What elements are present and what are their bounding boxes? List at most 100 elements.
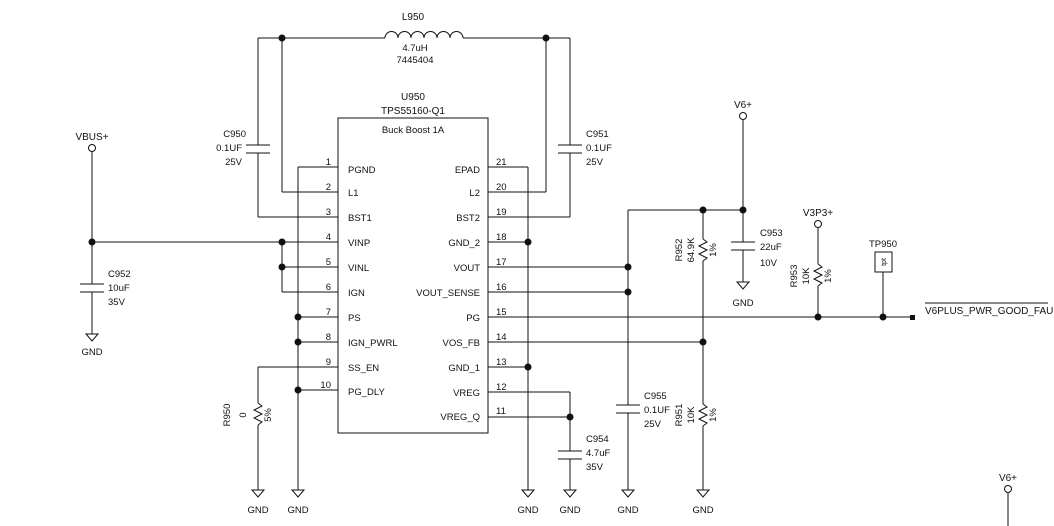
- ground-icon: [250, 489, 266, 498]
- pin-name-vout: VOUT: [454, 263, 481, 274]
- pin-num-21: 21: [496, 157, 507, 168]
- l950-value: 4.7uH: [402, 43, 427, 54]
- gnd-label-r951: GND: [692, 505, 713, 516]
- junction-dots: [88, 34, 887, 421]
- c954-rating: 35V: [586, 462, 604, 473]
- l950-ref: L950: [402, 12, 425, 23]
- capacitor-c953: C953 22uF 10V: [731, 228, 783, 269]
- gnd-label-ps: GND: [287, 505, 308, 516]
- capacitor-c952: C952 10uF 35V: [80, 269, 131, 308]
- tp950-ref: TP950: [869, 239, 897, 250]
- r950-ref: R950: [222, 404, 233, 427]
- resistor-zigzag: [697, 238, 709, 262]
- gnd-label-c952: GND: [81, 347, 102, 358]
- pin-name-vout-sense: VOUT_SENSE: [416, 288, 480, 299]
- pin-num-14: 14: [496, 332, 507, 343]
- ic-part: TPS55160-Q1: [381, 106, 445, 117]
- ground-icon: [620, 489, 636, 498]
- pin-num-17: 17: [496, 257, 507, 268]
- r953-ref: R953: [789, 265, 800, 288]
- tp950-inner: tpt: [881, 258, 888, 266]
- capacitor-c950: C950 0.1UF 25V: [216, 129, 270, 168]
- net-vbus: VBUS+: [75, 132, 282, 334]
- vbus-port-icon: [88, 144, 96, 152]
- r952-value: 64.9K: [686, 237, 697, 262]
- pin-num-10: 10: [320, 380, 331, 391]
- ground-icon: [562, 489, 578, 498]
- net-pg-fault: V6PLUS_PWR_GOOD_FAULT: [910, 302, 1054, 320]
- c952-rating: 35V: [108, 297, 126, 308]
- pin-num-15: 15: [496, 307, 507, 318]
- pin-name-l1: L1: [348, 188, 359, 199]
- r952-ref: R952: [674, 239, 685, 262]
- pin-num-20: 20: [496, 182, 507, 193]
- net-v6-bottom: V6+: [999, 473, 1017, 526]
- r951-ref: R951: [674, 404, 685, 427]
- r950-tol: 5%: [263, 408, 274, 422]
- inductor-l950: L950 4.7uH 7445404: [258, 12, 570, 66]
- testpoint-tp950: TP950 tpt: [869, 239, 897, 317]
- pin-num-5: 5: [326, 257, 331, 268]
- v6-top-label: V6+: [734, 100, 752, 111]
- c951-ref: C951: [586, 129, 609, 140]
- ground-icon: [695, 489, 711, 498]
- pin-num-18: 18: [496, 232, 507, 243]
- resistor-r950: R950 0 5%: [222, 402, 274, 427]
- vbus-label: VBUS+: [75, 132, 108, 143]
- net-v6-top: V6+: [734, 100, 752, 242]
- v3p3-label: V3P3+: [803, 208, 833, 219]
- c953-value: 22uF: [760, 242, 782, 253]
- l950-part: 7445404: [397, 55, 434, 66]
- capacitor-c951: C951 0.1UF 25V: [558, 129, 612, 168]
- c952-value: 10uF: [108, 283, 130, 294]
- pin-num-8: 8: [326, 332, 331, 343]
- resistor-r952: R952 64.9K 1%: [674, 237, 719, 262]
- pin-num-12: 12: [496, 382, 507, 393]
- pin-num-9: 9: [326, 357, 331, 368]
- gnd-label-c955: GND: [617, 505, 638, 516]
- c955-ref: C955: [644, 391, 667, 402]
- c953-rating: 10V: [760, 258, 778, 269]
- ic-desc: Buck Boost 1A: [382, 125, 445, 136]
- c951-value: 0.1UF: [586, 143, 612, 154]
- c955-rating: 25V: [644, 419, 662, 430]
- c952-ref: C952: [108, 269, 131, 280]
- c950-rating: 25V: [225, 157, 243, 168]
- c950-ref: C950: [223, 129, 246, 140]
- c954-value: 4.7uF: [586, 448, 610, 459]
- pin-name-bst1: BST1: [348, 213, 372, 224]
- pin-num-3: 3: [326, 207, 331, 218]
- gnd-label-epad: GND: [517, 505, 538, 516]
- resistor-zigzag: [697, 403, 709, 427]
- capacitor-c954: C954 4.7uF 35V: [558, 434, 610, 473]
- ic-ref: U950: [401, 92, 425, 103]
- ground-icon: [290, 489, 306, 498]
- v6-port-icon: [739, 112, 747, 120]
- gnd-label-c954: GND: [559, 505, 580, 516]
- pin-num-1: 1: [326, 157, 331, 168]
- pin-name-pg-dly: PG_DLY: [348, 387, 385, 398]
- pin-name-l2: L2: [469, 188, 480, 199]
- pin-name-gnd-2: GND_2: [448, 238, 480, 249]
- net-v3p3: V3P3+: [803, 208, 833, 264]
- r952-tol: 1%: [708, 243, 719, 257]
- r950-value: 0: [238, 412, 249, 417]
- pin-num-7: 7: [326, 307, 331, 318]
- pin-name-vinp: VINP: [348, 238, 370, 249]
- offsheet-connector-icon: [910, 315, 915, 320]
- pin-name-gnd-1: GND_1: [448, 363, 480, 374]
- pin-num-4: 4: [326, 232, 331, 243]
- v6-bottom-label: V6+: [999, 473, 1017, 484]
- pin-name-pgnd: PGND: [348, 165, 376, 176]
- gnd-label-r950: GND: [247, 505, 268, 516]
- pin-name-ss-en: SS_EN: [348, 363, 379, 374]
- ic-body: [337, 117, 489, 434]
- resistor-zigzag: [812, 263, 824, 287]
- c955-value: 0.1UF: [644, 405, 670, 416]
- r951-value: 10K: [686, 406, 697, 424]
- pg-fault-label: V6PLUS_PWR_GOOD_FAULT: [925, 306, 1054, 317]
- pin-name-vinl: VINL: [348, 263, 369, 274]
- pin-num-2: 2: [326, 182, 331, 193]
- v3p3-port-icon: [814, 220, 822, 228]
- ground-icon: [84, 333, 100, 342]
